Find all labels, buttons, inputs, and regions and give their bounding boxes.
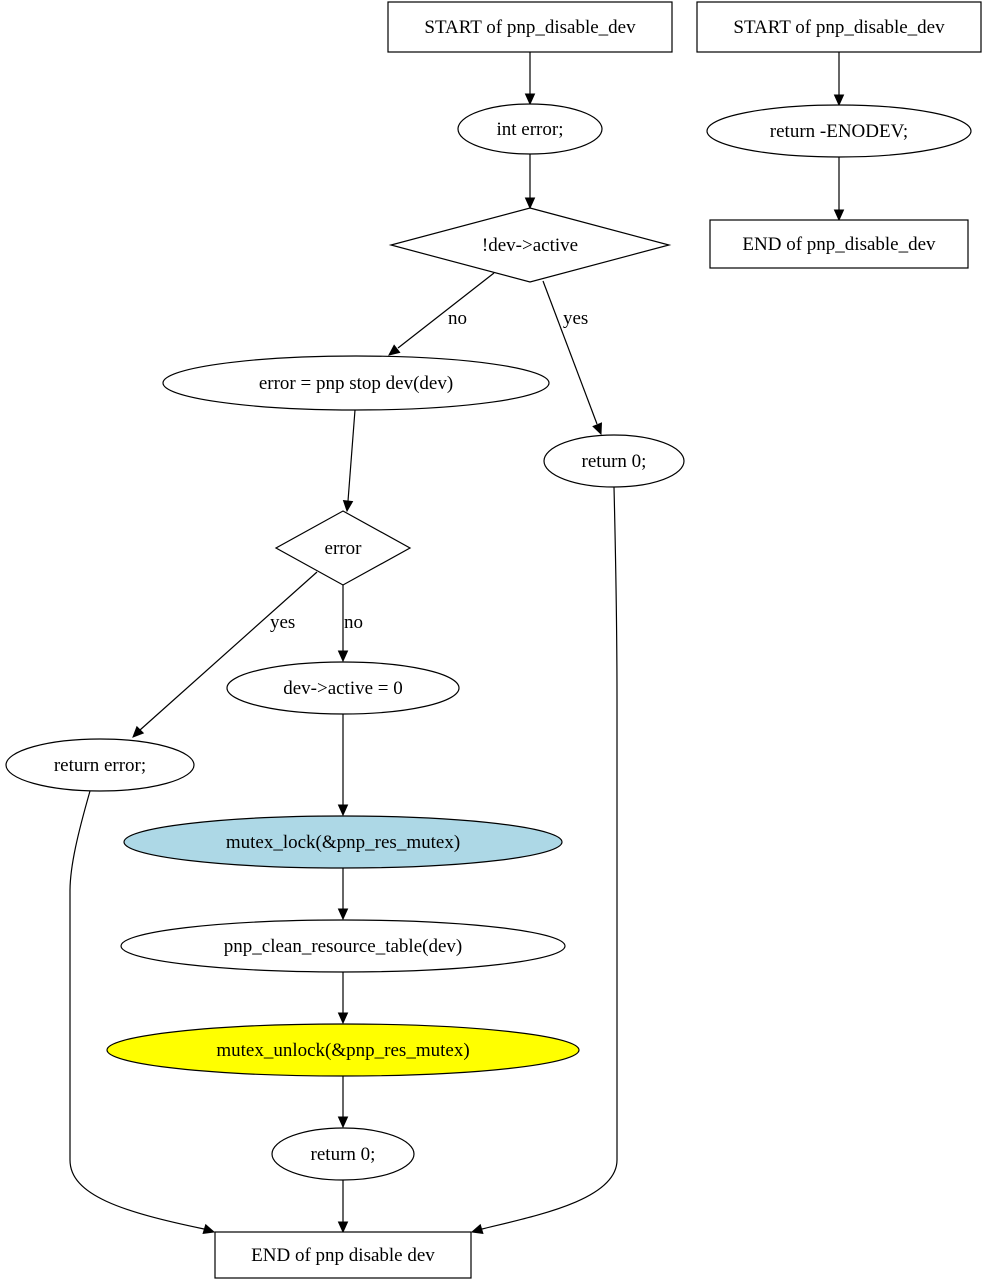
arrowhead	[524, 197, 536, 210]
node-ellipse	[120, 919, 566, 973]
node-label: return 0;	[582, 451, 647, 472]
node-box	[214, 1231, 472, 1279]
decision-diamond	[274, 510, 412, 586]
node-label: return error;	[54, 755, 146, 776]
node-ellipse	[706, 104, 972, 158]
arrowhead	[833, 94, 845, 107]
edge-error_check-to-set_inactive: no	[337, 585, 363, 663]
arrowhead	[833, 209, 845, 222]
node-ellipse	[123, 815, 563, 869]
edge-return_enodev-to-end2	[833, 157, 845, 222]
edge-line	[139, 571, 318, 731]
edges-layer: no yes yes no	[69, 52, 845, 1235]
edge-label-no: no	[448, 308, 467, 329]
arrowhead	[388, 344, 401, 356]
edge-dev_active_check-to-return0_a: yes	[542, 280, 602, 436]
node-ellipse	[457, 103, 603, 155]
node-clean-table: pnp_clean_resource_table(dev)	[120, 919, 566, 973]
edge-line	[542, 280, 598, 425]
node-box	[387, 1, 673, 53]
node-label: return 0;	[311, 1144, 376, 1165]
node-label: pnp_clean_resource_table(dev)	[224, 936, 462, 957]
arrowhead	[337, 1221, 349, 1234]
node-ellipse	[106, 1023, 580, 1077]
node-label: mutex_unlock(&pnp_res_mutex)	[216, 1040, 469, 1061]
node-ellipse	[271, 1127, 415, 1181]
edge-set_inactive-to-mutex_lock	[337, 714, 349, 817]
arrowhead	[592, 422, 602, 436]
node-mutex-lock: mutex_lock(&pnp_res_mutex)	[123, 815, 563, 869]
edge-start1-to-int_error	[524, 52, 536, 106]
node-label: error	[325, 538, 363, 559]
node-label: !dev->active	[482, 235, 578, 256]
edge-line	[481, 486, 618, 1230]
node-label: return -ENODEV;	[770, 121, 908, 142]
node-label: mutex_lock(&pnp_res_mutex)	[226, 832, 460, 853]
node-int-error: int error;	[457, 103, 603, 155]
arrowhead	[202, 1223, 216, 1235]
node-error-check: error	[274, 510, 412, 586]
node-ellipse	[543, 434, 685, 488]
node-ellipse	[5, 738, 195, 792]
arrowhead	[342, 500, 354, 513]
arrowhead	[470, 1223, 484, 1235]
arrowhead	[337, 804, 349, 817]
edge-return_error-to-end1	[69, 790, 216, 1235]
node-label: START of pnp_disable_dev	[733, 17, 945, 38]
node-label: END of pnp disable dev	[251, 1245, 435, 1266]
node-mutex-unlock: mutex_unlock(&pnp_res_mutex)	[106, 1023, 580, 1077]
node-ellipse	[162, 355, 550, 411]
arrowhead	[524, 93, 536, 106]
node-return0-b: return 0;	[271, 1127, 415, 1181]
arrowhead	[337, 1012, 349, 1025]
node-return-enodev: return -ENODEV;	[706, 104, 972, 158]
edge-return0_a-to-end1	[470, 486, 618, 1235]
arrowhead	[132, 725, 145, 738]
node-label: error = pnp stop dev(dev)	[259, 373, 453, 394]
edge-return0_b-to-end1	[337, 1180, 349, 1234]
node-label: dev->active = 0	[283, 678, 403, 699]
edge-label-yes: yes	[563, 308, 588, 329]
edge-label-yes: yes	[270, 612, 295, 633]
edge-label-no: no	[344, 612, 363, 633]
node-set-inactive: dev->active = 0	[226, 661, 460, 715]
node-start2: START of pnp_disable_dev	[696, 1, 982, 53]
node-return0-a: return 0;	[543, 434, 685, 488]
node-label: int error;	[496, 119, 563, 140]
edge-line	[69, 790, 205, 1230]
edge-clean_table-to-mutex_unlock	[337, 972, 349, 1025]
edge-start2-to-return_enodev	[833, 52, 845, 107]
node-label: START of pnp_disable_dev	[424, 17, 636, 38]
edge-error_assign-to-error_check	[342, 409, 356, 513]
edge-line	[397, 272, 495, 349]
edge-dev_active_check-to-error_assign: no	[388, 272, 495, 356]
edge-mutex_unlock-to-return0_b	[337, 1076, 349, 1129]
node-dev-active-check: !dev->active	[388, 207, 672, 283]
node-end1: END of pnp disable dev	[214, 1231, 472, 1279]
arrowhead	[337, 908, 349, 921]
node-ellipse	[226, 661, 460, 715]
edge-line	[347, 409, 356, 502]
decision-diamond	[388, 207, 672, 283]
node-return-error: return error;	[5, 738, 195, 792]
node-end2: END of pnp_disable_dev	[709, 219, 969, 269]
edge-mutex_lock-to-clean_table	[337, 868, 349, 921]
arrowhead	[337, 1116, 349, 1129]
node-label: END of pnp_disable_dev	[742, 234, 936, 255]
node-box	[696, 1, 982, 53]
edge-error_check-to-return_error: yes	[132, 571, 318, 738]
node-error-assign: error = pnp stop dev(dev)	[162, 355, 550, 411]
edge-int_error-to-dev_active_check	[524, 154, 536, 210]
node-box	[709, 219, 969, 269]
arrowhead	[337, 650, 349, 663]
node-start1: START of pnp_disable_dev	[387, 1, 673, 53]
